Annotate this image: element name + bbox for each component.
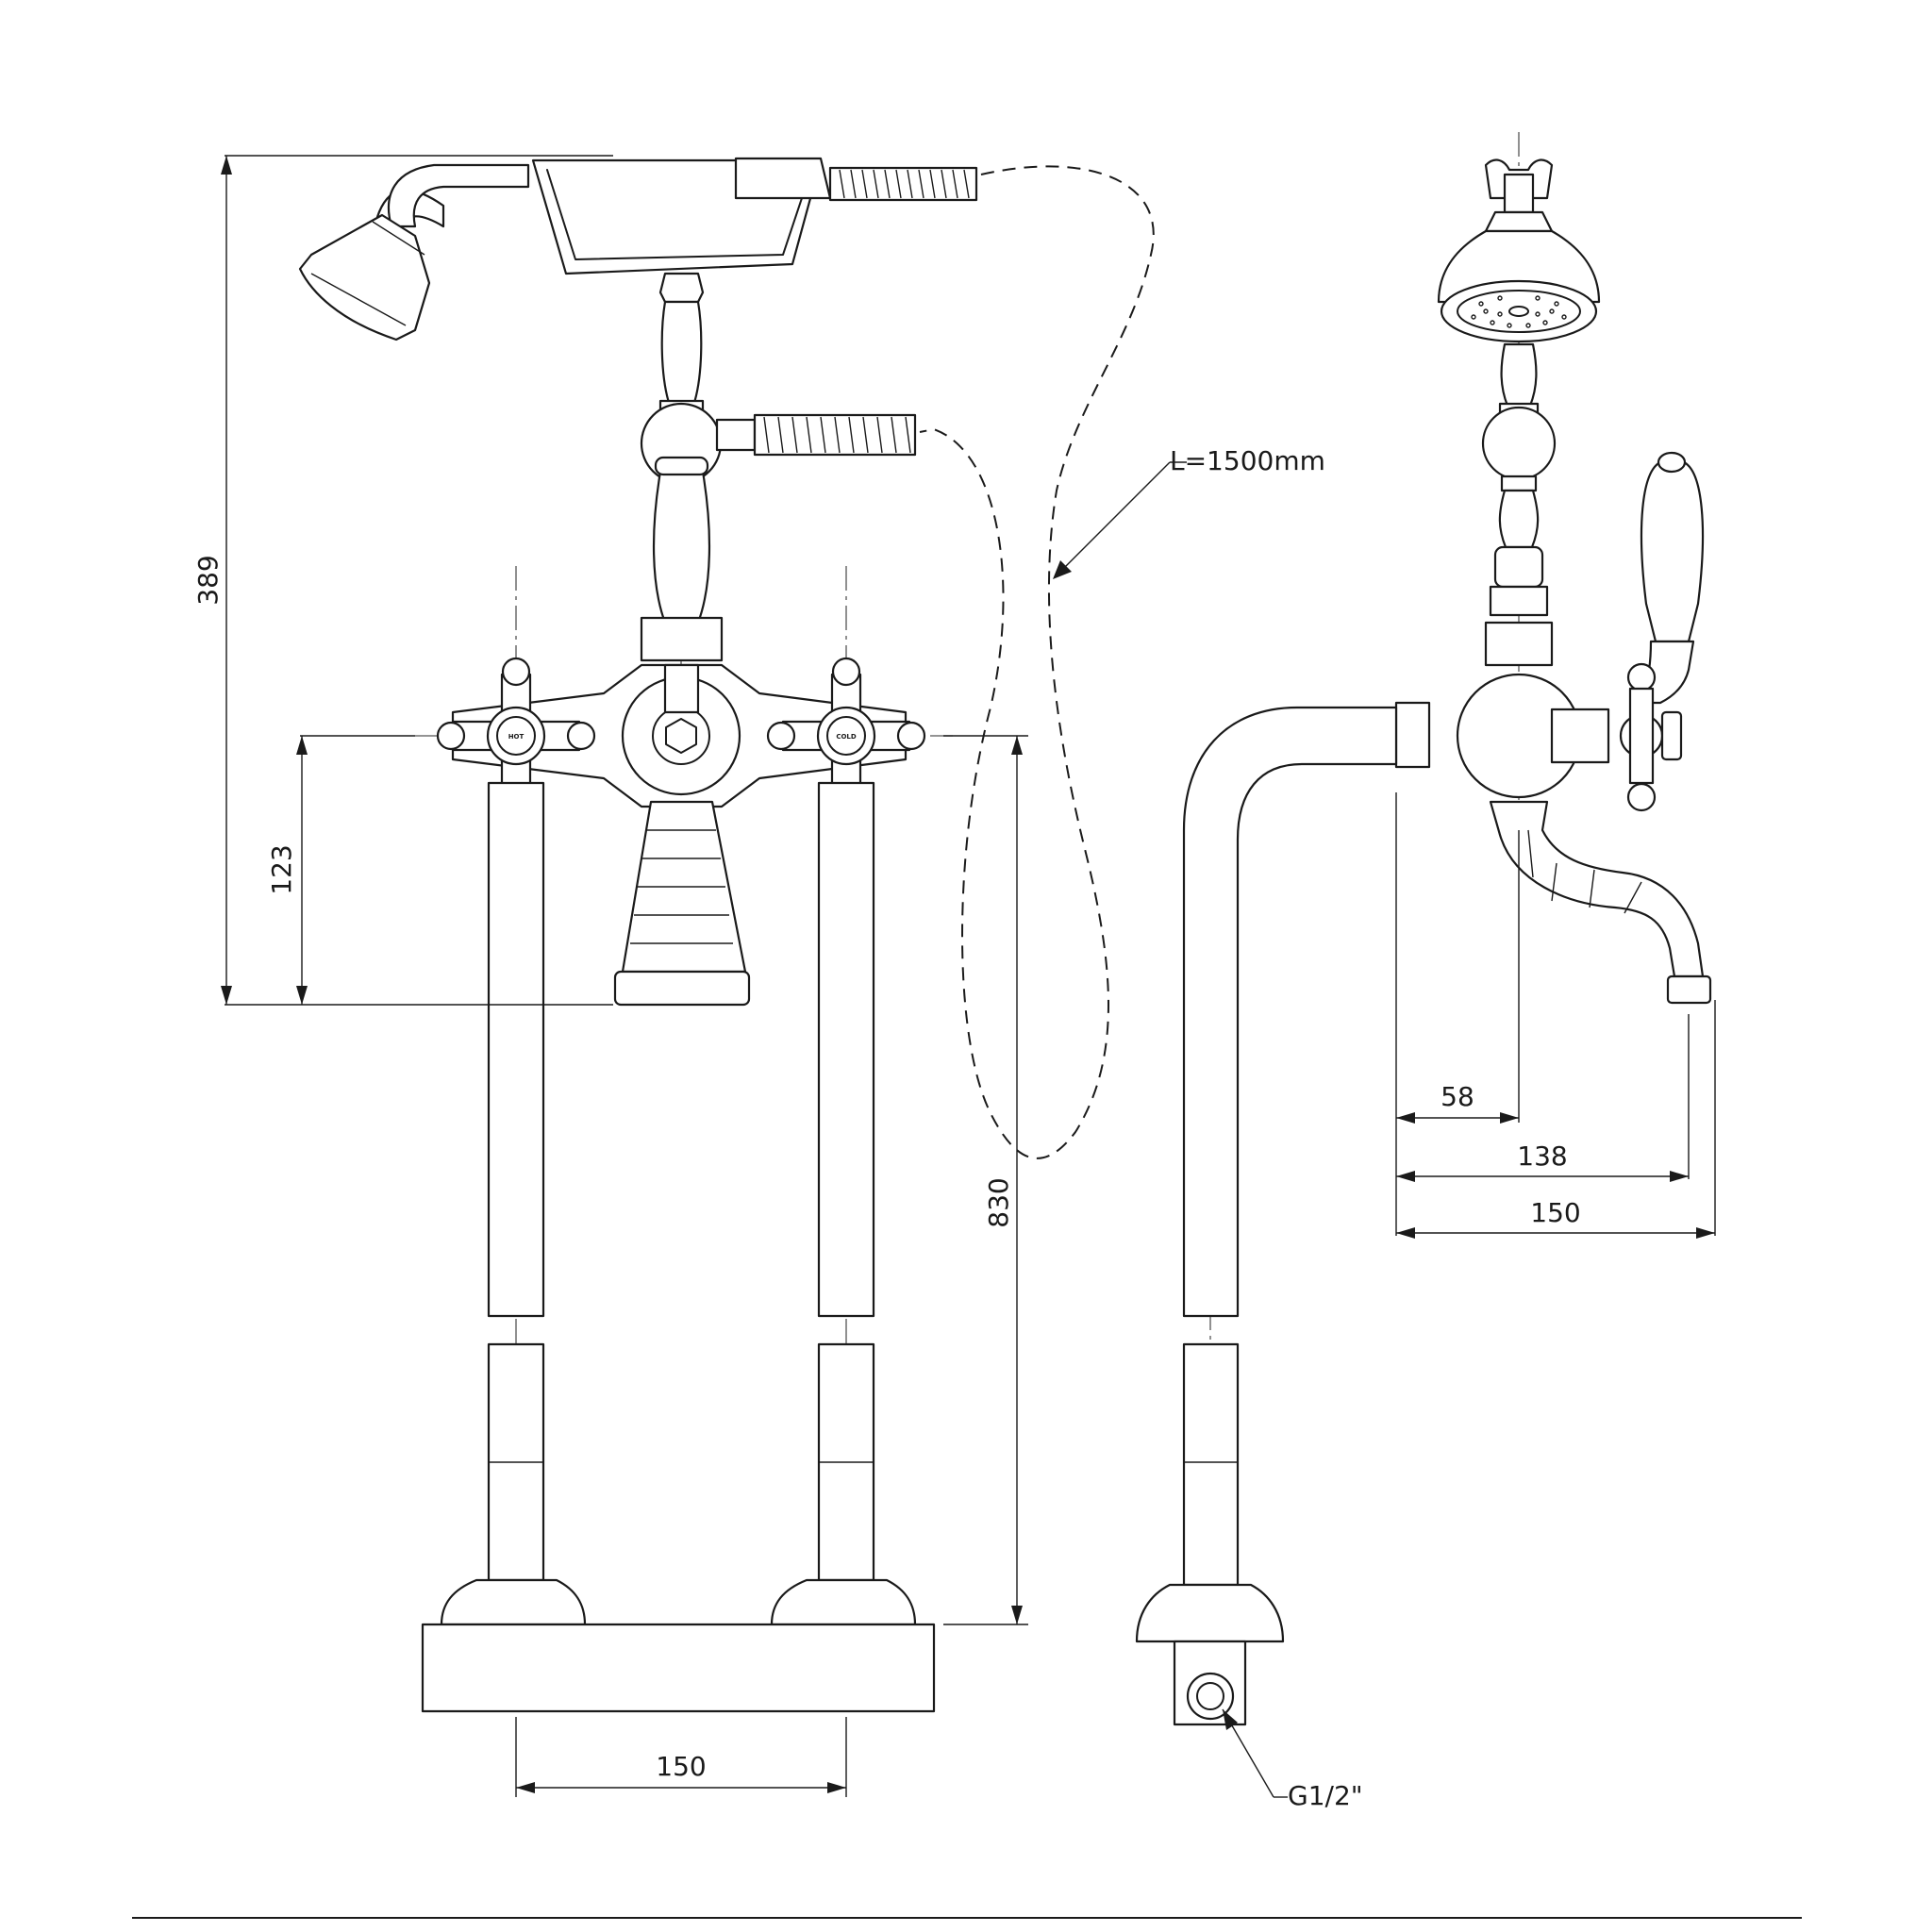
hot-cross-handle: HOT — [436, 657, 596, 815]
floor-base — [421, 1623, 936, 1713]
thread-label: G1/2" — [1288, 1780, 1363, 1811]
cold-cross-handle: COLD — [766, 657, 926, 815]
dim-58: 58 — [1396, 1081, 1519, 1124]
riser-stem — [640, 272, 917, 662]
hose-length-label: L=1500mm — [1170, 445, 1325, 476]
shower-hose — [919, 165, 1155, 1159]
left-pillar — [440, 781, 587, 1626]
dim-150-front-label: 150 — [656, 1751, 706, 1782]
dim-389: 389 — [192, 155, 613, 1006]
hose-spiral-top — [839, 169, 970, 199]
side-bath-spout — [1489, 800, 1712, 1005]
side-shower-head — [1437, 158, 1601, 343]
valve-body — [451, 663, 908, 808]
dim-138-label: 138 — [1517, 1141, 1567, 1172]
side-view: G1/2" 58 138 — [1135, 132, 1716, 1811]
side-riser — [1481, 342, 1557, 667]
dim-830: 830 — [943, 735, 1028, 1625]
spray-holes — [1471, 295, 1567, 328]
side-base-flange — [1135, 1583, 1285, 1643]
side-diverter-lever — [1640, 451, 1705, 705]
front-spout — [613, 800, 751, 1007]
dim-58-label: 58 — [1441, 1081, 1474, 1112]
side-cross-handle — [1550, 662, 1683, 812]
dim-830-label: 830 — [983, 1177, 1014, 1227]
dim-389-label: 389 — [192, 555, 224, 605]
dim-123-label: 123 — [266, 844, 297, 894]
dim-150-side: 150 — [1396, 1197, 1715, 1239]
hand-shower — [298, 163, 530, 341]
side-supply-pipe — [1182, 706, 1398, 1318]
dim-150-side-label: 150 — [1530, 1197, 1580, 1228]
front-view: HOT COLD — [192, 155, 1325, 1797]
dim-138: 138 — [1396, 1141, 1689, 1182]
shower-cradle — [531, 157, 978, 275]
right-pillar — [770, 781, 917, 1626]
dim-123: 123 — [266, 735, 415, 1005]
cold-label: COLD — [836, 733, 857, 741]
hot-label: HOT — [508, 733, 525, 741]
dim-150-front: 150 — [515, 1717, 847, 1797]
